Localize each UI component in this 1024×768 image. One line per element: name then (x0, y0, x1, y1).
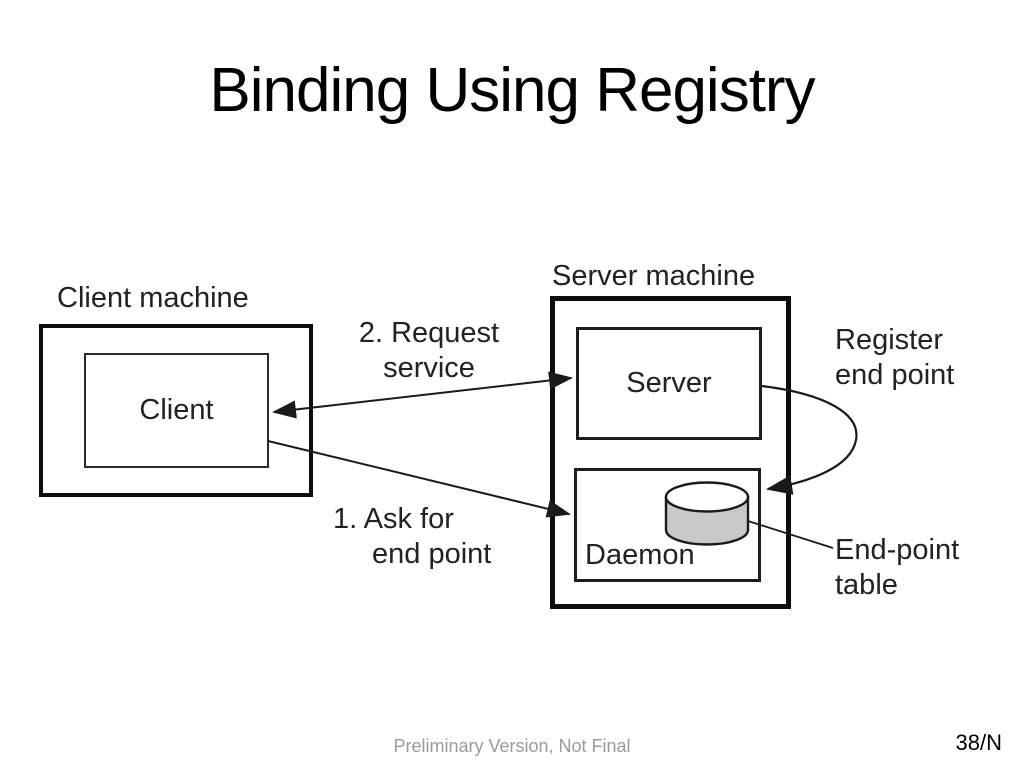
register-endpoint-label-line2: end point (835, 359, 955, 391)
endpoint-table-label: End-point table (835, 533, 959, 603)
endpoint-table-label-line2: table (835, 569, 898, 601)
ask-endpoint-label-line1: 1. Ask for (333, 503, 454, 535)
client-box-label: Client (139, 394, 214, 426)
endpoint-table-cylinder-icon (664, 481, 750, 546)
server-machine-label: Server machine (552, 260, 756, 292)
request-service-label-line1: 2. Request (358, 317, 500, 349)
endpoint-table-label-line1: End-point (835, 534, 960, 566)
register-endpoint-label: Register end point (835, 323, 954, 393)
register-endpoint-curve (761, 384, 858, 495)
ask-endpoint-arrow (267, 440, 571, 518)
client-machine-label: Client machine (57, 282, 249, 314)
server-box: Server (576, 327, 762, 440)
ask-endpoint-label: 1. Ask for end point (333, 502, 491, 572)
ask-endpoint-label-line2: end point (372, 538, 492, 570)
request-service-label: 2. Request service (348, 316, 510, 386)
endpoint-table-pointer-line (747, 520, 834, 549)
request-service-arrow (272, 371, 573, 419)
page-number: 38/N (955, 730, 1002, 755)
request-service-label-line2: service (383, 352, 475, 384)
page-title: Binding Using Registry (209, 56, 815, 125)
daemon-box-label: Daemon (585, 539, 695, 571)
server-box-label: Server (626, 367, 712, 399)
client-box: Client (84, 353, 269, 468)
register-endpoint-label-line1: Register (835, 324, 943, 356)
footer-note: Preliminary Version, Not Final (393, 736, 631, 756)
